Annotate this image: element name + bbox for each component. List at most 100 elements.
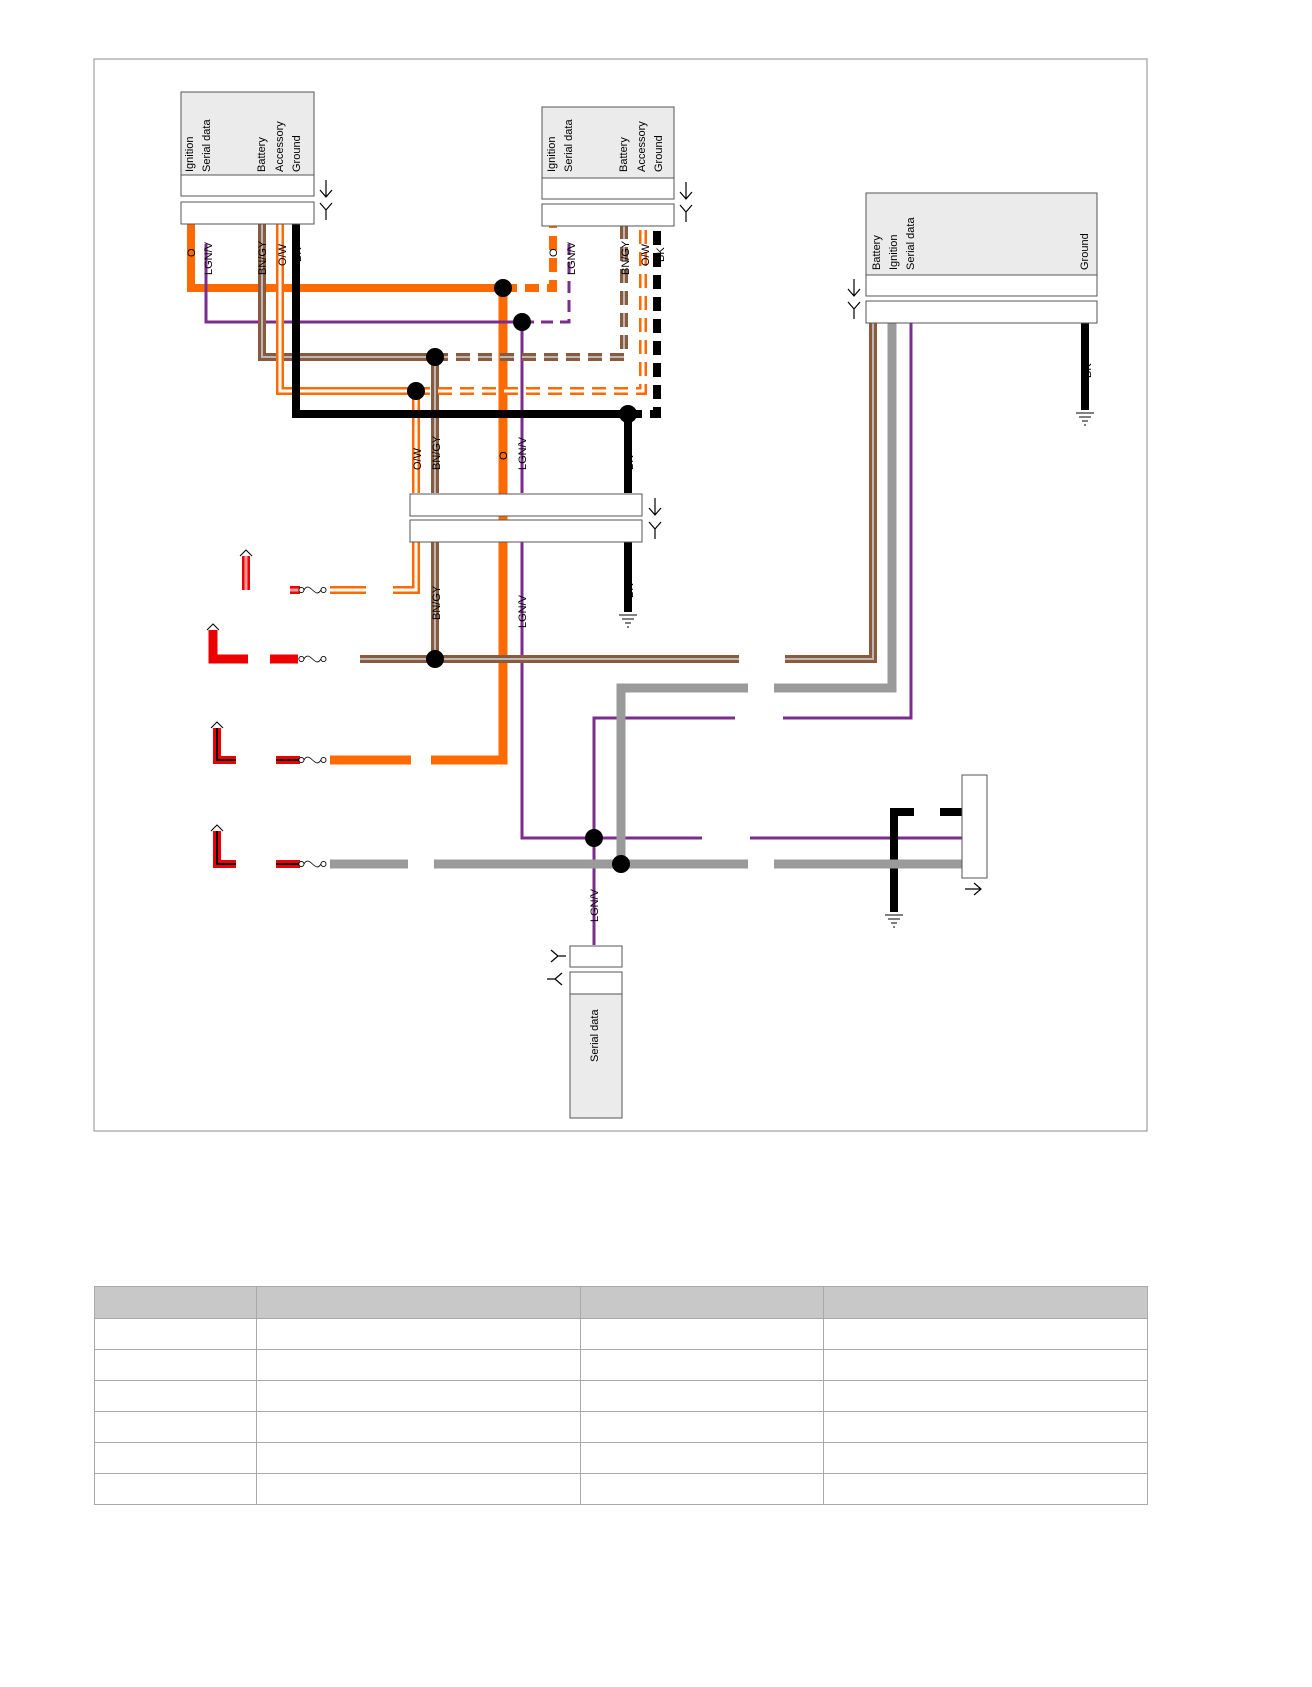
pin-label: Serial data [905,217,917,270]
wire-label: LGN/V [589,888,601,922]
pin-label: Battery [871,235,883,270]
wire-label: BN/GY [431,585,443,620]
pin-label: Accessory [274,121,286,172]
table-cell [580,1442,824,1474]
table-row [94,1318,1148,1350]
wire-label: BK [624,583,636,598]
pin-label: Serial data [589,1009,601,1062]
module-left-top: Ignition Serial data Battery Accessory G… [180,91,333,275]
wire-label: BN/GY [257,240,269,275]
diagram-frame [93,58,1148,1132]
wire-label: BK [1082,363,1094,378]
table-cell [580,1318,824,1350]
component-right-bottom [961,774,988,896]
wire-label: LGN/V [517,436,529,470]
wire-label: BK [292,247,304,262]
pin-label: Ignition [888,235,900,270]
table-header-cell [94,1286,257,1319]
table-cell [823,1318,1148,1350]
table-row [94,1473,1148,1505]
table-cell [256,1380,581,1412]
splice-points [407,279,637,873]
table-row [94,1411,1148,1443]
wire-label: LGN/V [203,241,215,275]
wire-label: BN/GY [431,435,443,470]
wire-label: O [186,248,198,257]
table-header-cell [256,1286,581,1319]
wire-black [292,224,1089,912]
pin-label: Serial data [563,119,575,172]
table-cell [256,1473,581,1505]
wire-brown [258,224,877,663]
fuses [298,586,327,868]
table-cell [823,1411,1148,1443]
module-right: Battery Ignition Serial data Ground BK [847,192,1098,378]
ground-icon [885,914,903,928]
fuse-icon [298,655,327,663]
fuse-icon [298,586,327,594]
table-cell [580,1411,824,1443]
table-cell [94,1442,257,1474]
table-cell [256,1411,581,1443]
pin-label: Ignition [184,137,196,172]
connector-icon [965,882,982,896]
connector-icon [847,279,861,319]
wire-label: O/W [412,447,424,470]
wire-orange-white [276,224,647,594]
table-cell [94,1318,257,1350]
pin-table [94,1286,1148,1505]
module-bottom: Serial data LGN/V [547,888,623,1119]
table-cell [94,1380,257,1412]
table-row [94,1349,1148,1381]
pin-label: Ground [291,135,303,172]
table-row [94,1380,1148,1412]
table-cell [256,1318,581,1350]
table-header-cell [823,1286,1148,1319]
wire-label: O/W [640,243,652,266]
ground-icon [1076,412,1094,426]
connector-icon [547,949,566,986]
wires [187,224,1089,945]
table-row [94,1442,1148,1474]
pin-label: Serial data [201,119,213,172]
wire-purple [204,244,965,945]
wire-orange [187,224,557,765]
table-cell [256,1349,581,1381]
ground-symbols [619,412,1094,928]
table-cell [94,1473,257,1505]
table-cell [823,1380,1148,1412]
ground-icon [619,614,637,628]
pin-label: Accessory [636,121,648,172]
wire-label: BK [624,455,636,470]
module-mid-top: Ignition Serial data Battery Accessory G… [541,106,693,275]
wire-label: LGN/V [566,241,578,275]
wire-label: LGN/V [517,594,529,628]
pin-label: Ground [1079,233,1091,270]
feed-arrow-marks [206,549,253,832]
table-header-cell [580,1286,824,1319]
wire-label: O [548,248,560,257]
table-cell [580,1349,824,1381]
fuse-icon [298,756,327,764]
wire-label: O [498,451,510,460]
table-cell [94,1411,257,1443]
wire-label: BK [655,247,667,262]
table-cell [256,1442,581,1474]
connector-icon [648,498,662,539]
table-cell [94,1349,257,1381]
inline-connector-center: O/W BN/GY O LGN/V BK BN/GY LGN/V BK [409,435,662,628]
table-cell [823,1442,1148,1474]
table-cell [580,1380,824,1412]
fuse-icon [298,860,327,868]
wire-label: BN/GY [620,240,632,275]
connector-icon [319,180,333,220]
table-cell [823,1349,1148,1381]
table-cell [580,1473,824,1505]
pin-label: Battery [618,137,630,172]
table-header-row [94,1286,1148,1319]
table-cell [823,1473,1148,1505]
pin-label: Battery [256,137,268,172]
wire-red-feeds [208,556,300,868]
pin-label: Ignition [546,137,558,172]
